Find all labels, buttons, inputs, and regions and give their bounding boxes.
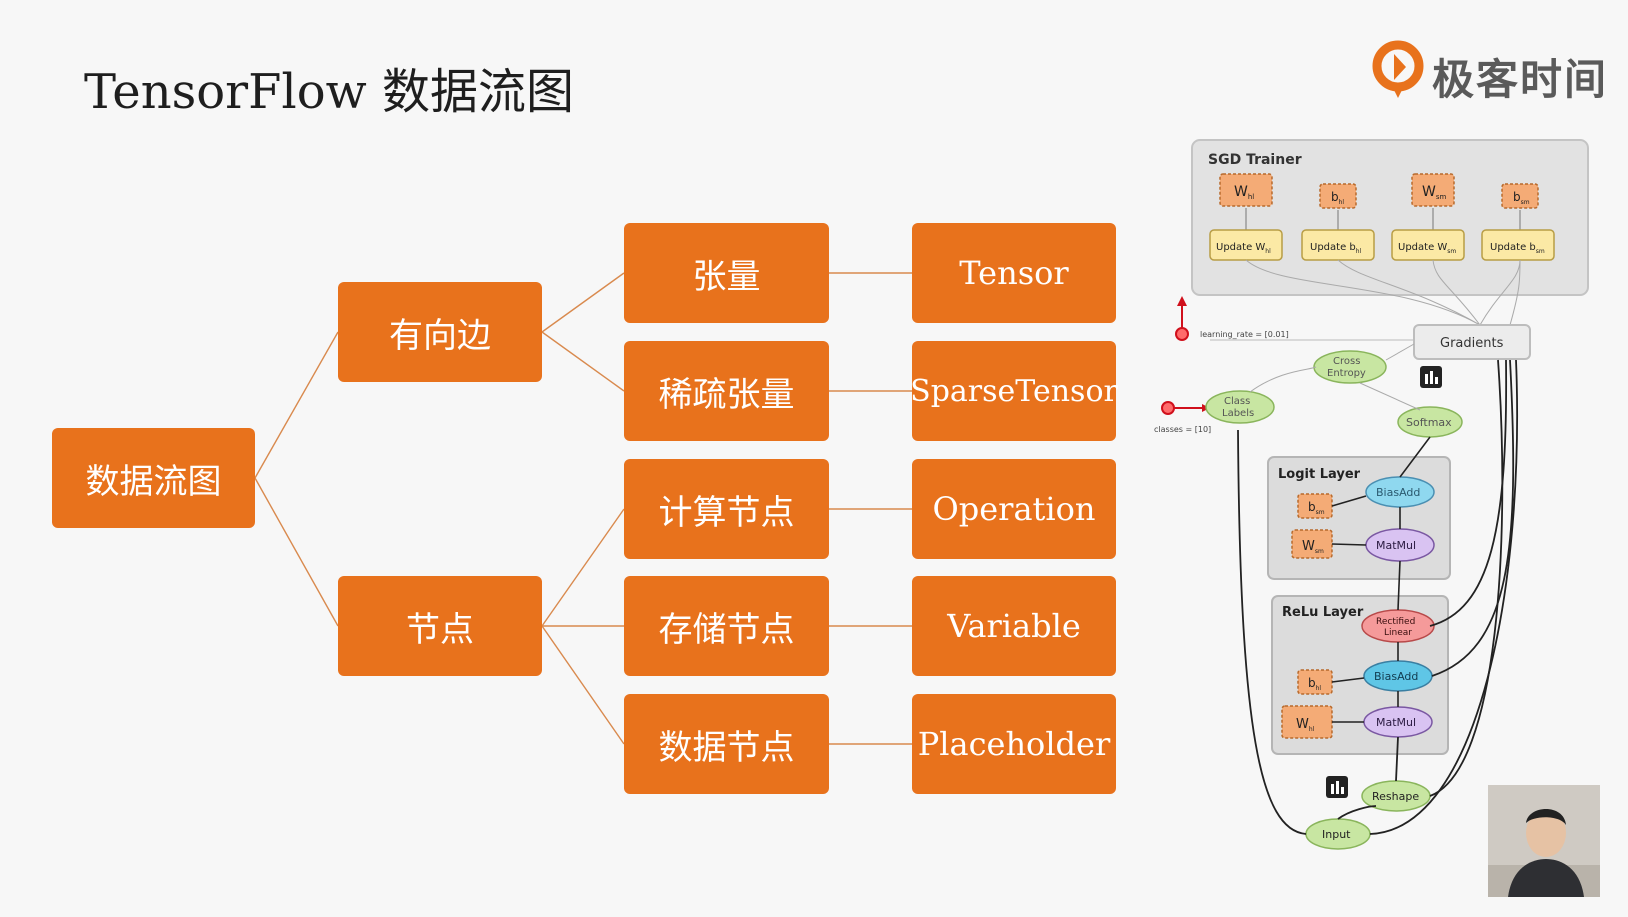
node-variable-cn: 存储节点 xyxy=(624,576,829,676)
svg-text:Update Whl: Update Whl xyxy=(1216,242,1271,255)
node-tensor-en: Tensor xyxy=(912,223,1116,323)
svg-text:bsm: bsm xyxy=(1513,190,1530,206)
svg-text:Linear: Linear xyxy=(1384,628,1412,638)
node-placeholder-en: Placeholder xyxy=(912,694,1116,794)
node-tensor-cn: 张量 xyxy=(624,223,829,323)
mindmap-connectors xyxy=(254,272,912,745)
page-title: TensorFlow 数据流图 xyxy=(84,64,574,120)
presenter-avatar-icon xyxy=(1488,785,1600,897)
learning-rate-constant xyxy=(1175,327,1189,341)
svg-text:bhl: bhl xyxy=(1308,676,1321,692)
cross-entropy-node xyxy=(1313,350,1387,384)
svg-text:Reshape: Reshape xyxy=(1372,790,1419,803)
node-directed-edge: 有向边 xyxy=(338,282,542,382)
svg-text:Wsm: Wsm xyxy=(1422,184,1446,201)
sgd-update-ops: Update Whl Update bhl Update Wsm Update … xyxy=(1209,229,1555,261)
svg-text:bsm: bsm xyxy=(1308,500,1325,516)
svg-text:Gradients: Gradients xyxy=(1440,336,1504,351)
learning-rate-label: learning_rate = [0.01] xyxy=(1200,330,1289,339)
node-operation-cn: 计算节点 xyxy=(624,459,829,559)
svg-text:Entropy: Entropy xyxy=(1327,368,1366,379)
svg-text:Softmax: Softmax xyxy=(1406,416,1452,429)
classes-label: classes = [10] xyxy=(1154,425,1211,434)
svg-text:Class: Class xyxy=(1224,396,1250,407)
svg-text:BiasAdd: BiasAdd xyxy=(1374,670,1418,683)
node-root-dataflow-graph: 数据流图 xyxy=(52,428,255,528)
classes-constant xyxy=(1161,401,1175,415)
svg-text:BiasAdd: BiasAdd xyxy=(1376,486,1420,499)
node-placeholder-cn: 数据节点 xyxy=(624,694,829,794)
svg-text:Logit Layer: Logit Layer xyxy=(1278,467,1361,482)
svg-text:MatMul: MatMul xyxy=(1376,539,1416,552)
svg-text:Update bsm: Update bsm xyxy=(1490,242,1545,255)
brand-logo: 极客时间 xyxy=(1372,40,1612,104)
gradients-node xyxy=(1413,324,1531,360)
svg-text:Rectified: Rectified xyxy=(1376,617,1415,627)
node-operation-en: Operation xyxy=(912,459,1116,559)
svg-text:Update bhl: Update bhl xyxy=(1310,242,1362,255)
tensorflow-graph-figure: SGD Trainer Whl bhl Wsm bsm Update Whl U… xyxy=(1154,139,1589,850)
svg-text:Update Wsm: Update Wsm xyxy=(1398,242,1456,255)
node-node: 节点 xyxy=(338,576,542,676)
svg-text:Whl: Whl xyxy=(1296,717,1315,733)
sgd-variables: Whl bhl Wsm bsm xyxy=(1219,173,1539,209)
svg-text:Whl: Whl xyxy=(1234,184,1254,201)
svg-text:ReLu Layer: ReLu Layer xyxy=(1282,605,1364,620)
presenter-video-thumbnail xyxy=(1488,785,1600,897)
node-sparse-tensor-en: SparseTensor xyxy=(910,341,1118,441)
svg-text:Labels: Labels xyxy=(1222,408,1254,419)
svg-text:Input: Input xyxy=(1322,828,1351,841)
sgd-trainer-title: SGD Trainer xyxy=(1208,152,1302,168)
logo-text: 极客时间 xyxy=(1432,55,1609,104)
svg-text:MatMul: MatMul xyxy=(1376,716,1416,729)
svg-text:bhl: bhl xyxy=(1331,190,1344,206)
node-sparse-tensor-cn: 稀疏张量 xyxy=(624,341,829,441)
geektime-logo-icon xyxy=(1372,40,1424,98)
svg-text:Wsm: Wsm xyxy=(1302,539,1324,555)
node-variable-en: Variable xyxy=(912,576,1116,676)
svg-text:Cross: Cross xyxy=(1333,356,1360,367)
class-labels-node xyxy=(1205,390,1275,424)
